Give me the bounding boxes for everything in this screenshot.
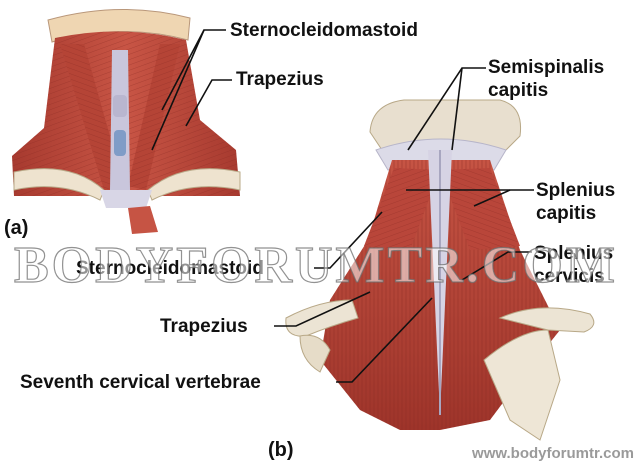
label-b-splenius-capitis-line1: Splenius: [536, 180, 616, 201]
watermark-text: BODYFORUMTR.COM: [13, 236, 618, 294]
neck-posterior-view: [285, 99, 595, 441]
label-a-sternocleidomastoid: Sternocleidomastoid: [230, 20, 418, 41]
label-b-sternocleidomastoid: Sternocleidomastoid: [76, 258, 264, 279]
label-b-splenius-cervicis-line2: cervicis: [534, 266, 605, 287]
label-b-splenius-cervicis-line1: Splenius: [534, 243, 614, 264]
panel-b-tag: (b): [268, 439, 294, 461]
neck-anterior-view: [12, 8, 241, 234]
label-b-semispinalis-capitis-line2: capitis: [488, 80, 549, 101]
label-b-seventh-cervical-vertebrae: Seventh cervical vertebrae: [20, 372, 261, 393]
panel-b-leader-lines: [274, 67, 534, 383]
panel-a-tag: (a): [4, 217, 29, 239]
label-b-splenius-capitis-line2: capitis: [536, 203, 597, 224]
watermark-url: www.bodyforumtr.com: [472, 445, 634, 462]
label-b-semispinalis-capitis-line1: Semispinalis: [488, 57, 605, 78]
label-a-trapezius: Trapezius: [236, 69, 324, 90]
panel-a-leader-lines: [151, 29, 232, 151]
label-b-trapezius: Trapezius: [160, 316, 248, 337]
